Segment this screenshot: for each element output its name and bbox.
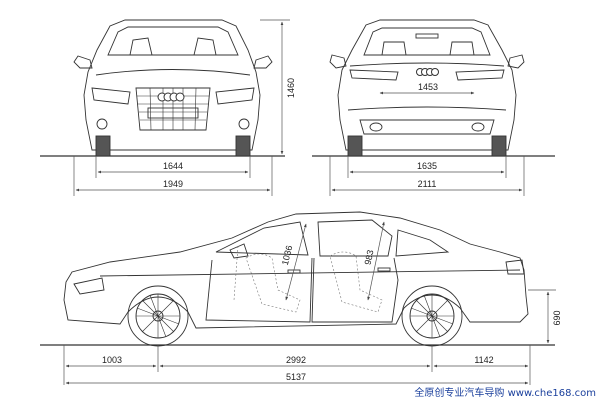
front-dim-lines [73, 19, 290, 196]
front-headlight-left [91, 87, 131, 105]
side-view [40, 211, 556, 385]
front-foglight-left [96, 118, 108, 130]
front-body-outline [83, 19, 261, 151]
rear-taillight-left [349, 69, 399, 81]
rear-inner-width-label: 1453 [418, 82, 438, 92]
side-occupants [233, 245, 383, 313]
rear-mirror-left [329, 54, 347, 69]
side-dim-lines [63, 289, 556, 385]
rear-track-label: 1635 [417, 161, 437, 171]
rear-bumper [347, 106, 507, 111]
front-seat-left [129, 37, 153, 56]
rear-exhaust-right [471, 122, 485, 132]
rear-exhaust-left [369, 122, 383, 132]
front-mirror-left [73, 55, 93, 69]
rear-width-label: 2111 [418, 179, 437, 189]
watermark-text: 全原创专业汽车导购 www.che168.com [414, 386, 596, 399]
rear-body-outline [337, 19, 517, 151]
rear-diffuser [359, 119, 495, 135]
side-rear-door [311, 257, 399, 323]
rear-headrest-right [449, 41, 475, 56]
side-window-quarter [395, 229, 450, 257]
front-foglight-right [238, 118, 250, 130]
rear-brake-light [415, 33, 439, 39]
side-wheelbase-label: 2992 [286, 355, 306, 365]
side-character-line [99, 269, 521, 277]
front-logo-rings [157, 92, 185, 102]
side-front-overhang-label: 1003 [102, 355, 122, 365]
rear-wheel-left [347, 135, 363, 157]
front-width-label: 1949 [163, 179, 183, 189]
side-rear-wheel [401, 285, 463, 347]
rear-trunk-line [349, 62, 505, 67]
front-seat-right [193, 37, 217, 56]
front-mirror-right [253, 55, 273, 69]
rear-headrest-left [381, 41, 407, 56]
front-wheel-right [235, 135, 251, 157]
front-windshield [107, 26, 239, 56]
rear-taillight-right [455, 69, 505, 81]
rear-wheel-right [491, 135, 507, 157]
front-wheel-left [95, 135, 111, 157]
front-track-label: 1644 [163, 161, 183, 171]
front-hood [95, 69, 251, 76]
side-trunk-sill-label: 690 [552, 310, 562, 325]
side-window-front [215, 221, 309, 256]
rear-mirror-right [507, 54, 525, 69]
side-front-door [205, 257, 313, 323]
rear-dim-lines [329, 91, 525, 196]
front-headlight-right [215, 87, 255, 105]
side-length-label: 5137 [286, 372, 306, 382]
front-license-plate [147, 107, 199, 119]
side-mirror [229, 243, 249, 259]
rear-logo-rings [416, 68, 439, 76]
side-headlight [73, 277, 105, 295]
side-rear-overhang-label: 1142 [474, 355, 493, 365]
rear-window [363, 27, 491, 56]
side-window-rear [317, 219, 393, 257]
side-rear-door-handle [377, 267, 391, 272]
side-rear-headroom-label: 983 [363, 249, 376, 266]
side-front-wheel [127, 285, 189, 347]
side-headroom-dims [285, 221, 385, 301]
side-taillight [505, 259, 525, 275]
side-front-headroom-label: 1036 [280, 244, 295, 266]
front-grille [135, 87, 211, 131]
front-view [40, 19, 290, 196]
rear-view [312, 19, 555, 196]
front-height-label: 1460 [286, 78, 296, 98]
